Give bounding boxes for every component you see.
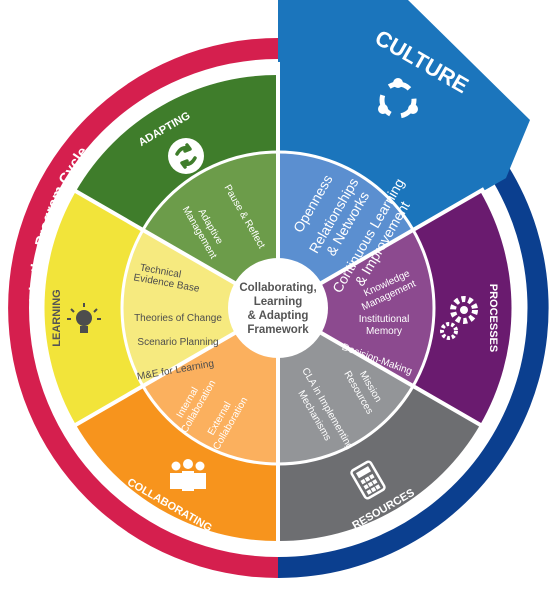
people-group-icon — [170, 459, 206, 491]
processes-item-institutional: Institutional — [359, 314, 410, 325]
processes-item-memory: Memory — [366, 326, 402, 337]
learning-title: LEARNING — [51, 289, 63, 346]
processes-title: PROCESSES — [487, 284, 499, 352]
center-circle — [228, 258, 328, 358]
adapt-arrows-icon — [168, 138, 204, 174]
inner-ring-border — [120, 150, 436, 466]
center-label-line-3: & Adapting — [248, 310, 309, 322]
center-label-line-1: Collaborating, — [239, 282, 316, 294]
enabling-conditions-ring — [278, 164, 549, 579]
calculator-icon — [350, 460, 386, 500]
learning-item-scenario-planning: Scenario Planning — [137, 337, 218, 348]
lightbulb-icon — [67, 303, 101, 333]
learning-item-theories-of-change: Theories of Change — [134, 313, 222, 324]
center-label-line-2: Learning — [254, 296, 303, 308]
learning-inner-segment — [122, 230, 278, 386]
center-label-line-4: Framework — [247, 324, 309, 336]
gears-icon — [440, 296, 478, 340]
processes-inner-segment — [278, 230, 434, 386]
cycle-arrows-icon — [378, 78, 418, 119]
